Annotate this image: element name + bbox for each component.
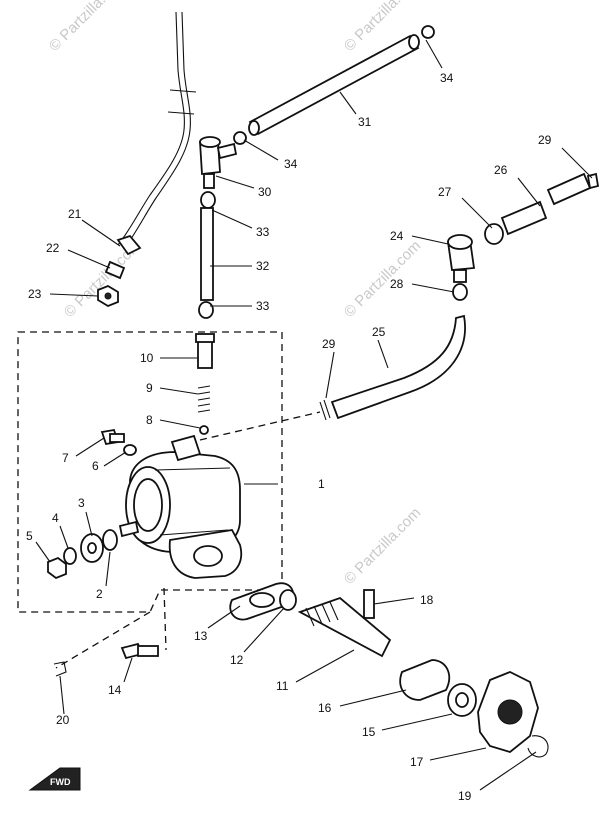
watermark-text: © Partzilla.com <box>341 504 424 587</box>
callout-4: 4 <box>52 511 59 525</box>
drive-gear-parts <box>53 582 549 758</box>
callout-29-right: 29 <box>538 133 552 147</box>
callout-19: 19 <box>458 789 472 803</box>
callout-31: 31 <box>358 115 372 129</box>
cable-adjuster-parts <box>97 234 142 308</box>
pump-small-parts <box>47 333 215 580</box>
callout-12: 12 <box>230 653 244 667</box>
callout-18: 18 <box>420 593 434 607</box>
callout-5: 5 <box>26 529 33 543</box>
callout-21: 21 <box>68 207 82 221</box>
callout-13: 13 <box>194 629 208 643</box>
callout-20: 20 <box>56 713 70 727</box>
watermark-text: © Partzilla.com <box>46 0 129 55</box>
oil-pump-body <box>125 434 243 579</box>
callout-14: 14 <box>108 683 122 697</box>
callout-34-top: 34 <box>440 71 454 85</box>
callout-10: 10 <box>140 351 154 365</box>
callout-15: 15 <box>362 725 376 739</box>
callout-25: 25 <box>372 325 386 339</box>
callout-9: 9 <box>146 381 153 395</box>
callout-6: 6 <box>92 459 99 473</box>
callout-7: 7 <box>62 451 69 465</box>
callout-1: 1 <box>318 477 325 491</box>
callout-3: 3 <box>78 496 85 510</box>
bolt-connection-line <box>163 587 167 651</box>
callout-22: 22 <box>46 241 60 255</box>
callout-33-bottom: 33 <box>256 299 270 313</box>
callout-32: 32 <box>256 259 270 273</box>
leader-lines <box>35 39 593 791</box>
callout-labels: 1 2 3 4 5 6 7 8 9 10 11 12 13 14 15 16 1… <box>26 71 552 803</box>
callout-17: 17 <box>410 755 424 769</box>
callout-28: 28 <box>390 277 404 291</box>
upper-hose-parts <box>198 25 435 319</box>
callout-29-left: 29 <box>322 337 336 351</box>
callout-27: 27 <box>438 185 452 199</box>
callout-34-middle: 34 <box>284 157 298 171</box>
callout-26: 26 <box>494 163 508 177</box>
hose-connection-line <box>199 411 321 441</box>
forward-direction-indicator: FWD <box>28 767 81 791</box>
callout-11: 11 <box>276 679 289 693</box>
callout-30: 30 <box>258 185 272 199</box>
right-hose-parts <box>319 172 600 421</box>
callout-16: 16 <box>318 701 332 715</box>
callout-2: 2 <box>96 587 103 601</box>
forward-label: FWD <box>50 777 71 787</box>
callout-8: 8 <box>146 413 153 427</box>
watermark-text: © Partzilla.com <box>341 237 424 320</box>
callout-33-top: 33 <box>256 225 270 239</box>
clip-connection-line <box>55 611 151 669</box>
callout-23: 23 <box>28 287 42 301</box>
callout-24: 24 <box>390 229 404 243</box>
pump-assembly-boundary <box>17 331 283 613</box>
oil-pump-cable <box>117 11 197 250</box>
part-21-shape <box>116 234 142 256</box>
part-22-shape <box>104 260 126 280</box>
